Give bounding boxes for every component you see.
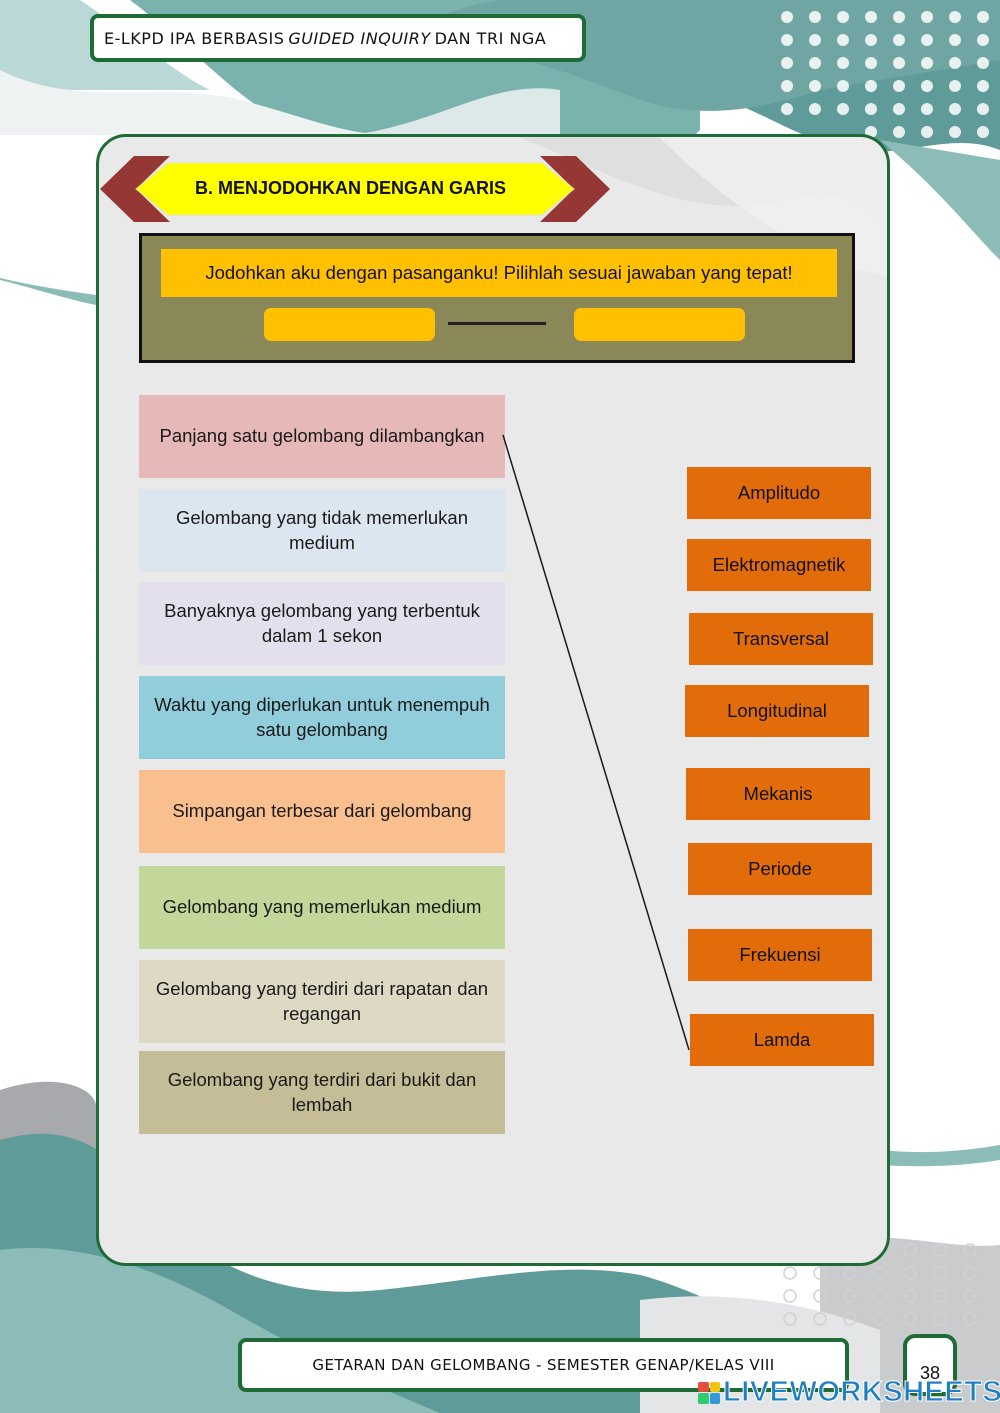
answer-item-6[interactable]: Periode (688, 843, 872, 895)
example-right-box (574, 308, 745, 341)
question-item-1[interactable]: Panjang satu gelombang dilambangkan (139, 395, 505, 478)
answer-item-8[interactable]: Lamda (690, 1014, 874, 1066)
answer-text: Lamda (753, 1029, 811, 1050)
header-title-post: DAN TRI NGA (434, 28, 547, 48)
instruction-text: Jodohkan aku dengan pasanganku! Pilihlah… (161, 249, 837, 297)
question-item-8[interactable]: Gelombang yang terdiri dari bukit dan le… (139, 1051, 505, 1134)
section-title: B. MENJODOHKAN DENGAN GARIS (195, 178, 507, 198)
answer-item-4[interactable]: Longitudinal (685, 685, 869, 737)
instruction-box: Jodohkan aku dengan pasanganku! Pilihlah… (139, 233, 855, 363)
example-connector-line (448, 322, 546, 325)
question-item-7[interactable]: Gelombang yang terdiri dari rapatan dan … (139, 960, 505, 1043)
answer-text: Periode (748, 858, 812, 879)
section-title-banner (100, 156, 610, 222)
answer-item-3[interactable]: Transversal (689, 613, 873, 665)
header-title-italic: GUIDED INQUIRY (288, 28, 431, 48)
question-text: Gelombang yang terdiri dari rapatan dan … (155, 978, 489, 1024)
liveworksheets-logo: LIVEWORKSHEETS (698, 1376, 1000, 1409)
answer-item-7[interactable]: Frekuensi (688, 929, 872, 981)
answer-text: Amplitudo (737, 482, 821, 503)
answer-text: Transversal (733, 628, 829, 649)
answer-text: Mekanis (743, 783, 813, 804)
answer-item-1[interactable]: Amplitudo (687, 467, 871, 519)
question-item-6[interactable]: Gelombang yang memerlukan medium (139, 866, 505, 949)
question-text: Gelombang yang tidak memerlukan medium (175, 507, 469, 553)
header-title-pre: E-LKPD IPA BERBASIS (104, 28, 285, 48)
question-text: Banyaknya gelombang yang terbentuk dalam… (164, 600, 480, 646)
question-text: Waktu yang diperlukan untuk menempuh sat… (154, 694, 490, 740)
question-item-4[interactable]: Waktu yang diperlukan untuk menempuh sat… (139, 676, 505, 759)
question-text: Simpangan terbesar dari gelombang (172, 800, 472, 822)
answer-text: Elektromagnetik (712, 554, 846, 575)
answer-item-5[interactable]: Mekanis (686, 768, 870, 820)
page-number-box: 38 (903, 1334, 957, 1396)
question-item-2[interactable]: Gelombang yang tidak memerlukan medium (139, 489, 505, 572)
answer-text: Longitudinal (727, 700, 827, 721)
question-item-5[interactable]: Simpangan terbesar dari gelombang (139, 770, 505, 853)
answer-text: Frekuensi (739, 944, 821, 965)
question-item-3[interactable]: Banyaknya gelombang yang terbentuk dalam… (139, 582, 505, 665)
question-text: Gelombang yang terdiri dari bukit dan le… (167, 1069, 477, 1115)
example-left-box (264, 308, 435, 341)
question-text: Panjang satu gelombang dilambangkan (159, 425, 485, 447)
liveworksheets-icon (698, 1381, 720, 1404)
page-number: 38 (919, 1363, 941, 1383)
document-footer: GETARAN DAN GELOMBANG - SEMESTER GENAP/K… (238, 1338, 849, 1392)
footer-text: GETARAN DAN GELOMBANG - SEMESTER GENAP/K… (312, 1356, 775, 1374)
answer-item-2[interactable]: Elektromagnetik (687, 539, 871, 591)
document-header: E-LKPD IPA BERBASIS GUIDED INQUIRY DAN T… (90, 14, 586, 62)
liveworksheets-wordmark: LIVEWORKSHEETS (722, 1376, 1000, 1409)
question-text: Gelombang yang memerlukan medium (162, 896, 482, 918)
